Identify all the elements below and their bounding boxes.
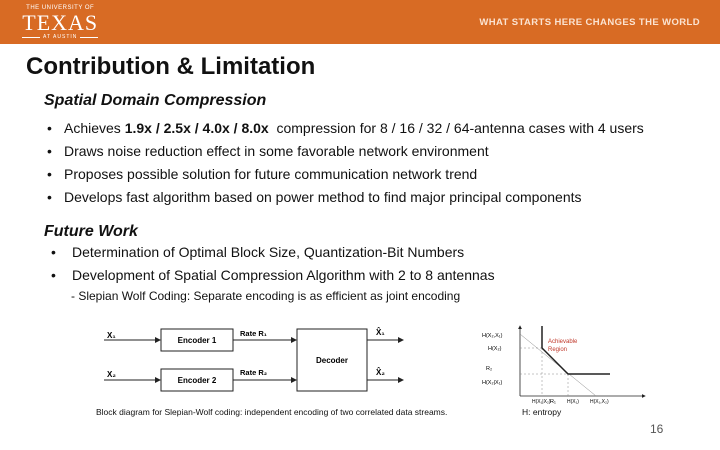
header-banner: THE UNIVERSITY OF TEXAS AT AUSTIN WHAT S… bbox=[0, 0, 720, 44]
header-tagline: WHAT STARTS HERE CHANGES THE WORLD bbox=[479, 17, 700, 28]
bullet-noise: Draws noise reduction effect in some fav… bbox=[47, 140, 644, 163]
bullet-block-size: Determination of Optimal Block Size, Qua… bbox=[51, 241, 495, 264]
slide-title: Contribution & Limitation bbox=[26, 53, 316, 80]
section-heading-future: Future Work bbox=[44, 223, 138, 240]
section-heading-spatial: Spatial Domain Compression bbox=[44, 92, 267, 109]
logo-line-3: AT AUSTIN bbox=[22, 34, 99, 40]
bullet-algorithm-antennas: Development of Spatial Compression Algor… bbox=[51, 264, 495, 287]
x-label-joint: H(X₁,X₂) bbox=[590, 399, 609, 405]
future-bullet-list: Determination of Optimal Block Size, Qua… bbox=[51, 241, 495, 287]
slepian-wolf-note: - Slepian Wolf Coding: Separate encoding… bbox=[71, 289, 461, 303]
output-x2-label: X̂₂ bbox=[376, 368, 385, 377]
logo-wordmark: TEXAS bbox=[22, 10, 99, 35]
bullet-compression-post: compression for 8 / 16 / 32 / 64-antenna… bbox=[268, 120, 644, 136]
page-number: 16 bbox=[650, 422, 664, 436]
x-axis-name: R₁ bbox=[550, 399, 556, 405]
achievable-region-boundary bbox=[541, 326, 610, 375]
source-x1-label: X₁ bbox=[107, 331, 116, 340]
slepian-wolf-block-diagram: X₁ Encoder 1 Rate R₁ X₂ Encoder 2 Rate R… bbox=[104, 328, 404, 392]
compression-ratios: 1.9x / 2.5x / 4.0x / 8.0x bbox=[124, 120, 269, 136]
output-x1-label: X̂₁ bbox=[376, 328, 385, 337]
entropy-note: H: entropy bbox=[522, 407, 562, 417]
logo-campus: AT AUSTIN bbox=[43, 34, 78, 40]
university-logo: THE UNIVERSITY OF TEXAS AT AUSTIN bbox=[22, 5, 99, 40]
y-label-h-x2: H(X₂) bbox=[488, 346, 502, 352]
rate-r2-label: Rate R₂ bbox=[240, 368, 267, 377]
region-label-line-2: Region bbox=[548, 347, 567, 353]
encoder-2-label: Encoder 2 bbox=[178, 376, 217, 385]
encoder-1-label: Encoder 1 bbox=[178, 336, 217, 345]
rate-region-plot: H(X₂,X₁) H(X₂) R₂ H(X₂|X₁) R₁ H(X₁|X₂) H… bbox=[482, 325, 646, 405]
figure-caption: Block diagram for Slepian-Wolf coding: i… bbox=[96, 407, 448, 417]
region-label-line-1: Achievable bbox=[548, 339, 578, 345]
y-label-conditional: H(X₂|X₁) bbox=[482, 380, 503, 386]
y-label-joint: H(X₂,X₁) bbox=[482, 333, 503, 339]
x-label-h-x1: H(X₁) bbox=[567, 399, 579, 405]
bullet-algorithm: Develops fast algorithm based on power m… bbox=[47, 186, 644, 209]
decoder-box bbox=[296, 328, 368, 392]
rate-r1-label: Rate R₁ bbox=[240, 329, 267, 338]
logo-line-1: THE UNIVERSITY OF bbox=[26, 5, 95, 11]
bullet-solution: Proposes possible solution for future co… bbox=[47, 163, 644, 186]
decoder-label: Decoder bbox=[316, 356, 348, 365]
bullet-compression-pre: Achieves bbox=[64, 120, 125, 136]
spatial-bullet-list: Achieves 1.9x / 2.5x / 4.0x / 8.0x compr… bbox=[47, 117, 644, 209]
y-axis-name: R₂ bbox=[486, 366, 492, 372]
x-label-conditional: H(X₁|X₂) bbox=[532, 399, 551, 405]
bullet-compression: Achieves 1.9x / 2.5x / 4.0x / 8.0x compr… bbox=[47, 117, 644, 140]
source-x2-label: X₂ bbox=[107, 370, 116, 379]
